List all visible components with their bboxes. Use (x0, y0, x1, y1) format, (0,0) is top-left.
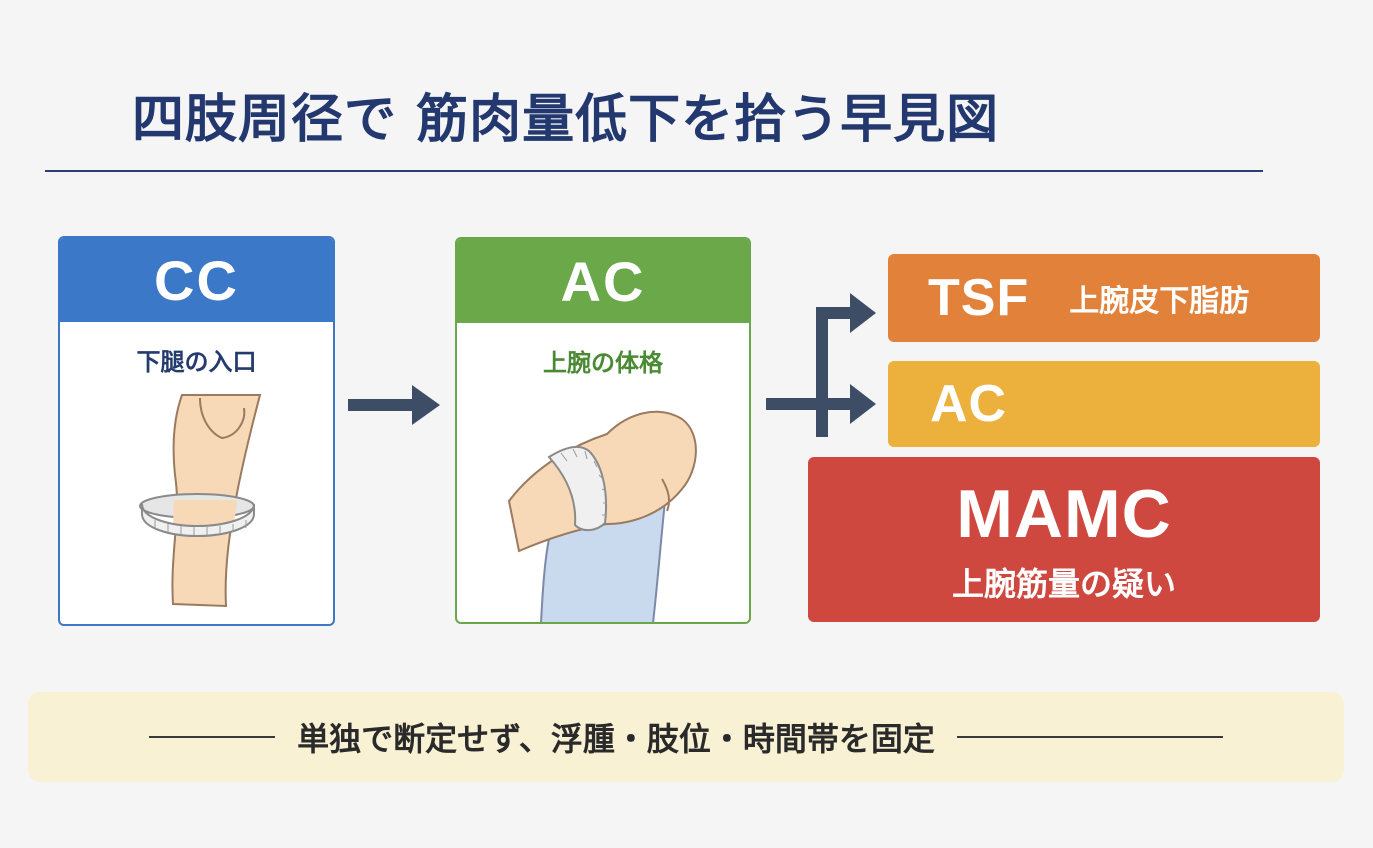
page-title: 四肢周径で 筋肉量低下を拾う早見図 (132, 90, 1000, 150)
note-line-right (956, 736, 1223, 738)
ac-card-label: 上腕の体格 (543, 349, 663, 377)
mamc-label: 上腕筋量の疑い (951, 564, 1176, 603)
ac-card: AC 上腕の体格 (455, 237, 751, 624)
upper-arm-measuring-tape-illustration (507, 410, 697, 622)
branch-arrow-icon (766, 293, 876, 437)
tsf-result: TSF 上腕皮下脂肪 (888, 254, 1320, 342)
title-divider (45, 170, 1263, 172)
right-arrow-icon (348, 385, 440, 425)
note-text: 単独で断定せず、浮腫・肢位・時間帯を固定 (297, 720, 935, 758)
ac-result: AC (888, 361, 1320, 447)
cc-card-code: CC (60, 238, 333, 322)
caution-note: 単独で断定せず、浮腫・肢位・時間帯を固定 (28, 692, 1344, 782)
cc-card: CC 下腿の入口 (58, 236, 335, 626)
tsf-code: TSF (928, 269, 1030, 327)
ac-result-code: AC (930, 375, 1008, 433)
ac-card-code: AC (457, 239, 749, 323)
calf-measuring-tape-illustration (139, 394, 262, 608)
tsf-label: 上腕皮下脂肪 (1069, 284, 1250, 319)
note-line-left (149, 736, 276, 738)
cc-card-label: 下腿の入口 (136, 348, 257, 376)
mamc-result: MAMC 上腕筋量の疑い (808, 457, 1320, 622)
mamc-code: MAMC (956, 475, 1172, 552)
